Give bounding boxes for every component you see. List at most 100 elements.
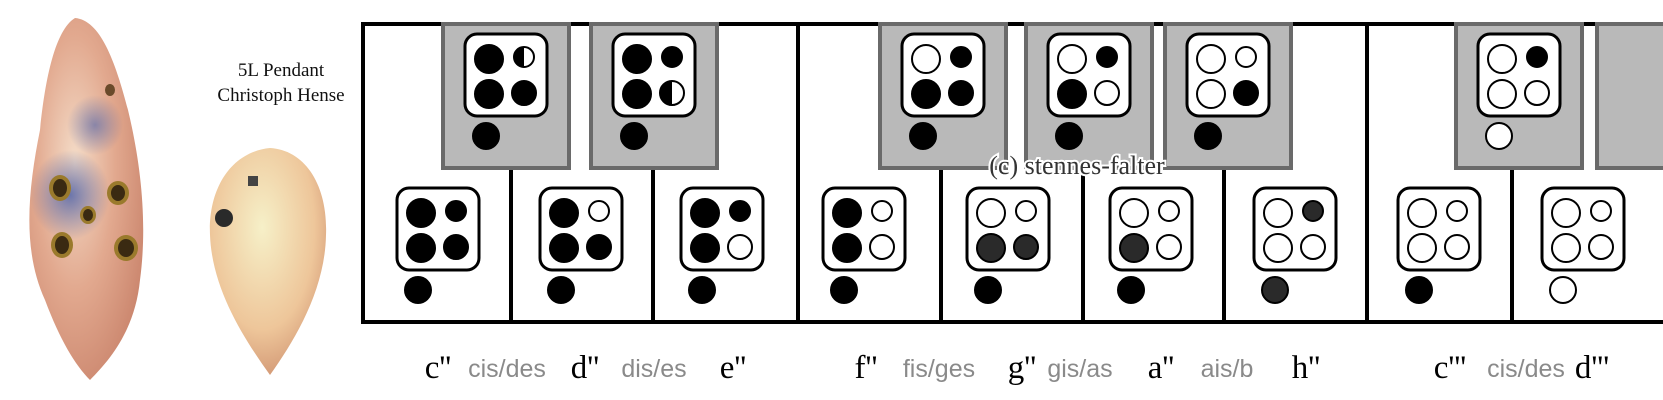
ocarina-photo-large [29,18,144,380]
instrument-title: 5L Pendant Christoph Hense [186,58,376,108]
natural-note-label: d'' [571,350,599,386]
black-key-5-thumb-hole [1194,122,1222,150]
black-key-2-hole-bottom-left [622,79,652,109]
white-key-8-hole-top-left [1407,198,1437,228]
white-key-3-hole-top-right [729,200,751,222]
black-key-4-thumb-hole [1055,122,1083,150]
white-key-5-hole-bottom-left [976,233,1006,263]
white-key-7-hole-box [1252,186,1338,272]
white-key-7-hole-top-left [1263,198,1293,228]
black-key-2-hole-top-left [622,44,652,74]
white-key-9 [1540,186,1626,304]
black-key-5-hole-bottom-right [1233,80,1259,106]
white-key-5-hole-box [965,186,1051,272]
black-key-5-hole-bottom-left [1196,79,1226,109]
white-key-5-thumb-hole [974,276,1002,304]
white-key-5-hole-top-left [976,198,1006,228]
white-key-9-hole-box [1540,186,1626,272]
black-key-5-hole-top-left [1196,44,1226,74]
sharp-note-label: dis/es [621,355,686,383]
white-key-4-hole-bottom-right [869,234,895,260]
black-key-3-hole-bottom-right [948,80,974,106]
white-key-7-hole-top-right [1302,200,1324,222]
black-key-6-hole-bottom-left [1487,79,1517,109]
white-key-4 [821,186,907,304]
white-key-2-hole-top-left [549,198,579,228]
black-key-6-hole-top-right [1526,46,1548,68]
white-key-6-hole-bottom-left [1119,233,1149,263]
white-key-6-hole-bottom-right [1156,234,1182,260]
natural-note-label: h'' [1292,350,1320,386]
title-line-2: Christoph Hense [217,85,345,106]
white-key-2-hole-box [538,186,624,272]
white-key-5 [965,186,1051,304]
white-key-4-thumb-hole [830,276,858,304]
white-key-7-thumb-hole [1261,276,1289,304]
ocarina-photo-small [209,148,327,375]
black-key-6-hole-top-left [1487,44,1517,74]
white-key-9-thumb-hole [1549,276,1577,304]
white-key-5-hole-top-right [1015,200,1037,222]
white-key-3 [679,186,765,304]
black-key-2-hole-top-right [661,46,683,68]
black-key-3-hole-top-right [950,46,972,68]
white-key-6-thumb-hole [1117,276,1145,304]
black-key-4-hole-top-left [1057,44,1087,74]
white-key-1-hole-top-right [445,200,467,222]
black-key-1 [441,22,571,170]
natural-note-label: e'' [720,350,747,386]
white-key-1-hole-bottom-left [406,233,436,263]
natural-note-label: g'' [1008,350,1036,386]
black-key-4-hole-top-right [1096,46,1118,68]
white-key-3-hole-top-left [690,198,720,228]
sharp-note-label: ais/b [1201,355,1254,383]
black-key-7-body [1595,22,1663,170]
natural-note-label: d''' [1575,350,1609,386]
white-key-7 [1252,186,1338,304]
black-key-6-hole-bottom-right [1524,80,1550,106]
black-key-5 [1163,22,1293,170]
black-key-1-hole-top-right-filled-half [514,47,524,67]
white-key-1-hole-top-left [406,198,436,228]
black-key-5-hole-box [1185,32,1271,118]
white-key-2 [538,186,624,304]
black-key-3-hole-top-left [911,44,941,74]
sharp-note-label: gis/as [1047,355,1112,383]
black-key-4-hole-box [1046,32,1132,118]
natural-note-label: c'' [425,350,452,386]
natural-note-label: f'' [855,350,878,386]
white-key-6 [1108,186,1194,304]
black-key-3 [878,22,1008,170]
white-key-9-hole-top-left [1551,198,1581,228]
white-key-4-hole-box [821,186,907,272]
black-key-6 [1454,22,1584,170]
white-key-1-thumb-hole [404,276,432,304]
white-key-8-hole-bottom-right [1444,234,1470,260]
natural-note-label: a'' [1148,350,1175,386]
white-key-8-thumb-hole [1405,276,1433,304]
white-key-8-hole-top-right [1446,200,1468,222]
black-key-1-hole-bottom-left [474,79,504,109]
white-key-4-hole-top-left [832,198,862,228]
black-key-4 [1024,22,1154,170]
black-key-2 [589,22,719,170]
white-key-3-thumb-hole [688,276,716,304]
white-key-2-hole-bottom-left [549,233,579,263]
black-key-2-hole-box [611,32,697,118]
white-key-9-hole-bottom-right [1588,234,1614,260]
white-key-3-hole-bottom-right [727,234,753,260]
black-key-1-hole-box [463,32,549,118]
white-key-2-thumb-hole [547,276,575,304]
white-key-3-hole-box [679,186,765,272]
watermark-text: (c) stennes-falter [989,151,1165,180]
black-key-1-hole-top-left [474,44,504,74]
black-key-6-hole-box [1476,32,1562,118]
black-key-3-hole-bottom-left [911,79,941,109]
white-key-7-hole-bottom-left [1263,233,1293,263]
white-key-3-hole-bottom-left [690,233,720,263]
black-key-2-hole-bottom-right-filled-half [660,81,672,105]
white-key-8-hole-box [1396,186,1482,272]
black-key-7 [1595,22,1663,170]
